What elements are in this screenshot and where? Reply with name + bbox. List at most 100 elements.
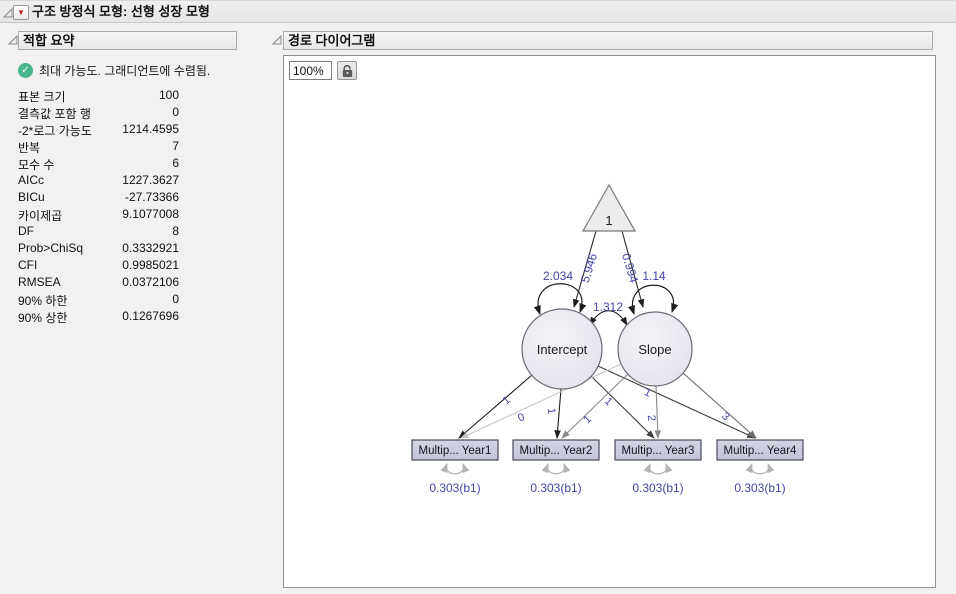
- path-slope-year1[interactable]: [460, 363, 622, 439]
- error-loop-year4[interactable]: [745, 462, 775, 475]
- path-const-intercept[interactable]: [572, 230, 597, 309]
- stat-label: 표본 크기: [18, 90, 66, 104]
- lock-layout-button[interactable]: [337, 61, 357, 80]
- report-title: 구조 방정식 모형: 선형 성장 모형: [32, 4, 210, 19]
- manifest-node-year1-label: Multip... Year1: [419, 445, 492, 457]
- latent-node-intercept[interactable]: [521, 308, 603, 390]
- table-row: 반복 7: [18, 139, 179, 156]
- path-slope-year4[interactable]: [682, 372, 757, 439]
- stat-value: 100: [158, 88, 179, 102]
- error-loop-year1[interactable]: [440, 462, 470, 475]
- stat-label: 모수 수: [18, 158, 55, 172]
- edge-label-error-year1[interactable]: 0.303(b1): [429, 481, 480, 495]
- edge-label-error-year3[interactable]: 0.303(b1): [632, 481, 683, 495]
- edge-label-slope-variance[interactable]: 1.14: [642, 269, 666, 283]
- padlock-icon: [342, 64, 352, 77]
- path-intercept-year1[interactable]: [458, 374, 533, 439]
- path-const-slope[interactable]: [621, 230, 645, 309]
- window-title-bar: ▼ 구조 방정식 모형: 선형 성장 모형: [0, 0, 956, 23]
- edge-label-error-year4[interactable]: 0.303(b1): [734, 481, 785, 495]
- stat-value: 0: [172, 292, 179, 306]
- stat-label: DF: [18, 224, 34, 238]
- path-diagram-header[interactable]: 경로 다이어그램: [283, 31, 933, 50]
- stat-value: 0.1267696: [122, 309, 179, 323]
- stat-label: 결측값 포함 행: [18, 107, 91, 121]
- table-row: RMSEA 0.0372106: [18, 275, 179, 292]
- convergence-message: 최대 가능도. 그래디언트에 수렴됨.: [39, 64, 211, 78]
- convergence-status: ✓ 최대 가능도. 그래디언트에 수렴됨.: [18, 62, 210, 79]
- stat-value: 0.3332921: [122, 241, 179, 255]
- manifest-node-year3[interactable]: [614, 439, 702, 461]
- path-diagram-canvas[interactable]: 5.946 0.994 2.034 1.14 1.312 1 1 1 1 0 1…: [283, 55, 936, 588]
- stat-label: AICc: [18, 173, 45, 187]
- manifest-node-year4[interactable]: [716, 439, 804, 461]
- table-row: 모수 수 6: [18, 156, 179, 173]
- manifest-node-year2[interactable]: [512, 439, 600, 461]
- constant-node-label: 1: [605, 213, 612, 228]
- stat-value: 7: [172, 139, 179, 153]
- stat-label: Prob>ChiSq: [18, 241, 84, 255]
- edge-label-slope-year4[interactable]: 3: [719, 410, 731, 423]
- table-row: 결측값 포함 행 0: [18, 105, 179, 122]
- manifest-node-year1[interactable]: [411, 439, 499, 461]
- manifest-node-year2-label: Multip... Year2: [520, 445, 593, 457]
- edge-label-intercept-year1[interactable]: 1: [500, 394, 512, 407]
- zoom-level-input[interactable]: [289, 61, 332, 80]
- fit-summary-header[interactable]: 적합 요약: [18, 31, 237, 50]
- stat-value: 0: [172, 105, 179, 119]
- table-row: AICc 1227.3627: [18, 173, 179, 190]
- edge-label-slope-year3[interactable]: 2: [645, 415, 657, 422]
- stat-label: 90% 하한: [18, 294, 68, 308]
- latent-node-slope-label: Slope: [638, 342, 671, 357]
- edge-label-slope-year2[interactable]: 1: [581, 413, 594, 426]
- edge-label-slope-year1[interactable]: 0: [516, 411, 527, 424]
- variance-loop-intercept[interactable]: [533, 283, 587, 316]
- check-circle-icon: ✓: [18, 63, 33, 78]
- stat-label: 카이제곱: [18, 209, 63, 223]
- sem-path-diagram: 5.946 0.994 2.034 1.14 1.312 1 1 1 1 0 1…: [411, 183, 804, 495]
- covariance-arc-intercept-slope[interactable]: [589, 310, 628, 326]
- red-triangle-icon: ▼: [17, 7, 25, 17]
- stat-label: 반복: [18, 141, 41, 155]
- edge-label-intercept-variance[interactable]: 2.034: [543, 269, 573, 283]
- edge-label-error-year2[interactable]: 0.303(b1): [530, 481, 581, 495]
- table-row: 표본 크기 100: [18, 88, 179, 105]
- path-diagram-disclosure-icon[interactable]: [272, 35, 282, 45]
- stat-label: RMSEA: [18, 275, 61, 289]
- latent-node-slope[interactable]: [617, 311, 693, 387]
- stat-label: -2*로그 가능도: [18, 124, 92, 138]
- stat-value: -27.73366: [124, 190, 179, 204]
- stat-value: 9.1077008: [122, 207, 179, 221]
- constant-node-triangle[interactable]: [581, 183, 637, 232]
- stat-value: 0.9985021: [122, 258, 179, 272]
- manifest-node-year3-label: Multip... Year3: [622, 445, 695, 457]
- path-slope-year3[interactable]: [654, 385, 662, 440]
- stat-value: 0.0372106: [122, 275, 179, 289]
- stat-label: BICu: [18, 190, 45, 204]
- fit-summary-disclosure-icon[interactable]: [8, 35, 18, 45]
- edge-label-const-slope[interactable]: 0.994: [619, 252, 641, 285]
- error-loop-year2[interactable]: [541, 462, 571, 475]
- stat-label: 90% 상한: [18, 311, 68, 325]
- edge-label-covariance[interactable]: 1.312: [593, 300, 623, 314]
- path-intercept-year3[interactable]: [590, 375, 655, 439]
- edge-label-const-intercept[interactable]: 5.946: [578, 251, 600, 284]
- edge-label-intercept-year2[interactable]: 1: [545, 408, 557, 415]
- red-triangle-menu-button[interactable]: ▼: [13, 5, 29, 20]
- table-row: 90% 하한 0: [18, 292, 179, 309]
- stat-value: 1227.3627: [122, 173, 179, 187]
- variance-loop-slope[interactable]: [628, 284, 679, 316]
- edge-label-intercept-year4[interactable]: 1: [642, 386, 653, 399]
- table-row: 카이제곱 9.1077008: [18, 207, 179, 224]
- manifest-node-year4-label: Multip... Year4: [724, 445, 797, 457]
- stat-value: 6: [172, 156, 179, 170]
- path-intercept-year2[interactable]: [554, 388, 562, 440]
- disclosure-triangle-icon[interactable]: [3, 8, 13, 18]
- error-loop-year3[interactable]: [643, 462, 673, 475]
- path-slope-year2[interactable]: [561, 373, 629, 439]
- latent-node-intercept-label: Intercept: [537, 342, 588, 357]
